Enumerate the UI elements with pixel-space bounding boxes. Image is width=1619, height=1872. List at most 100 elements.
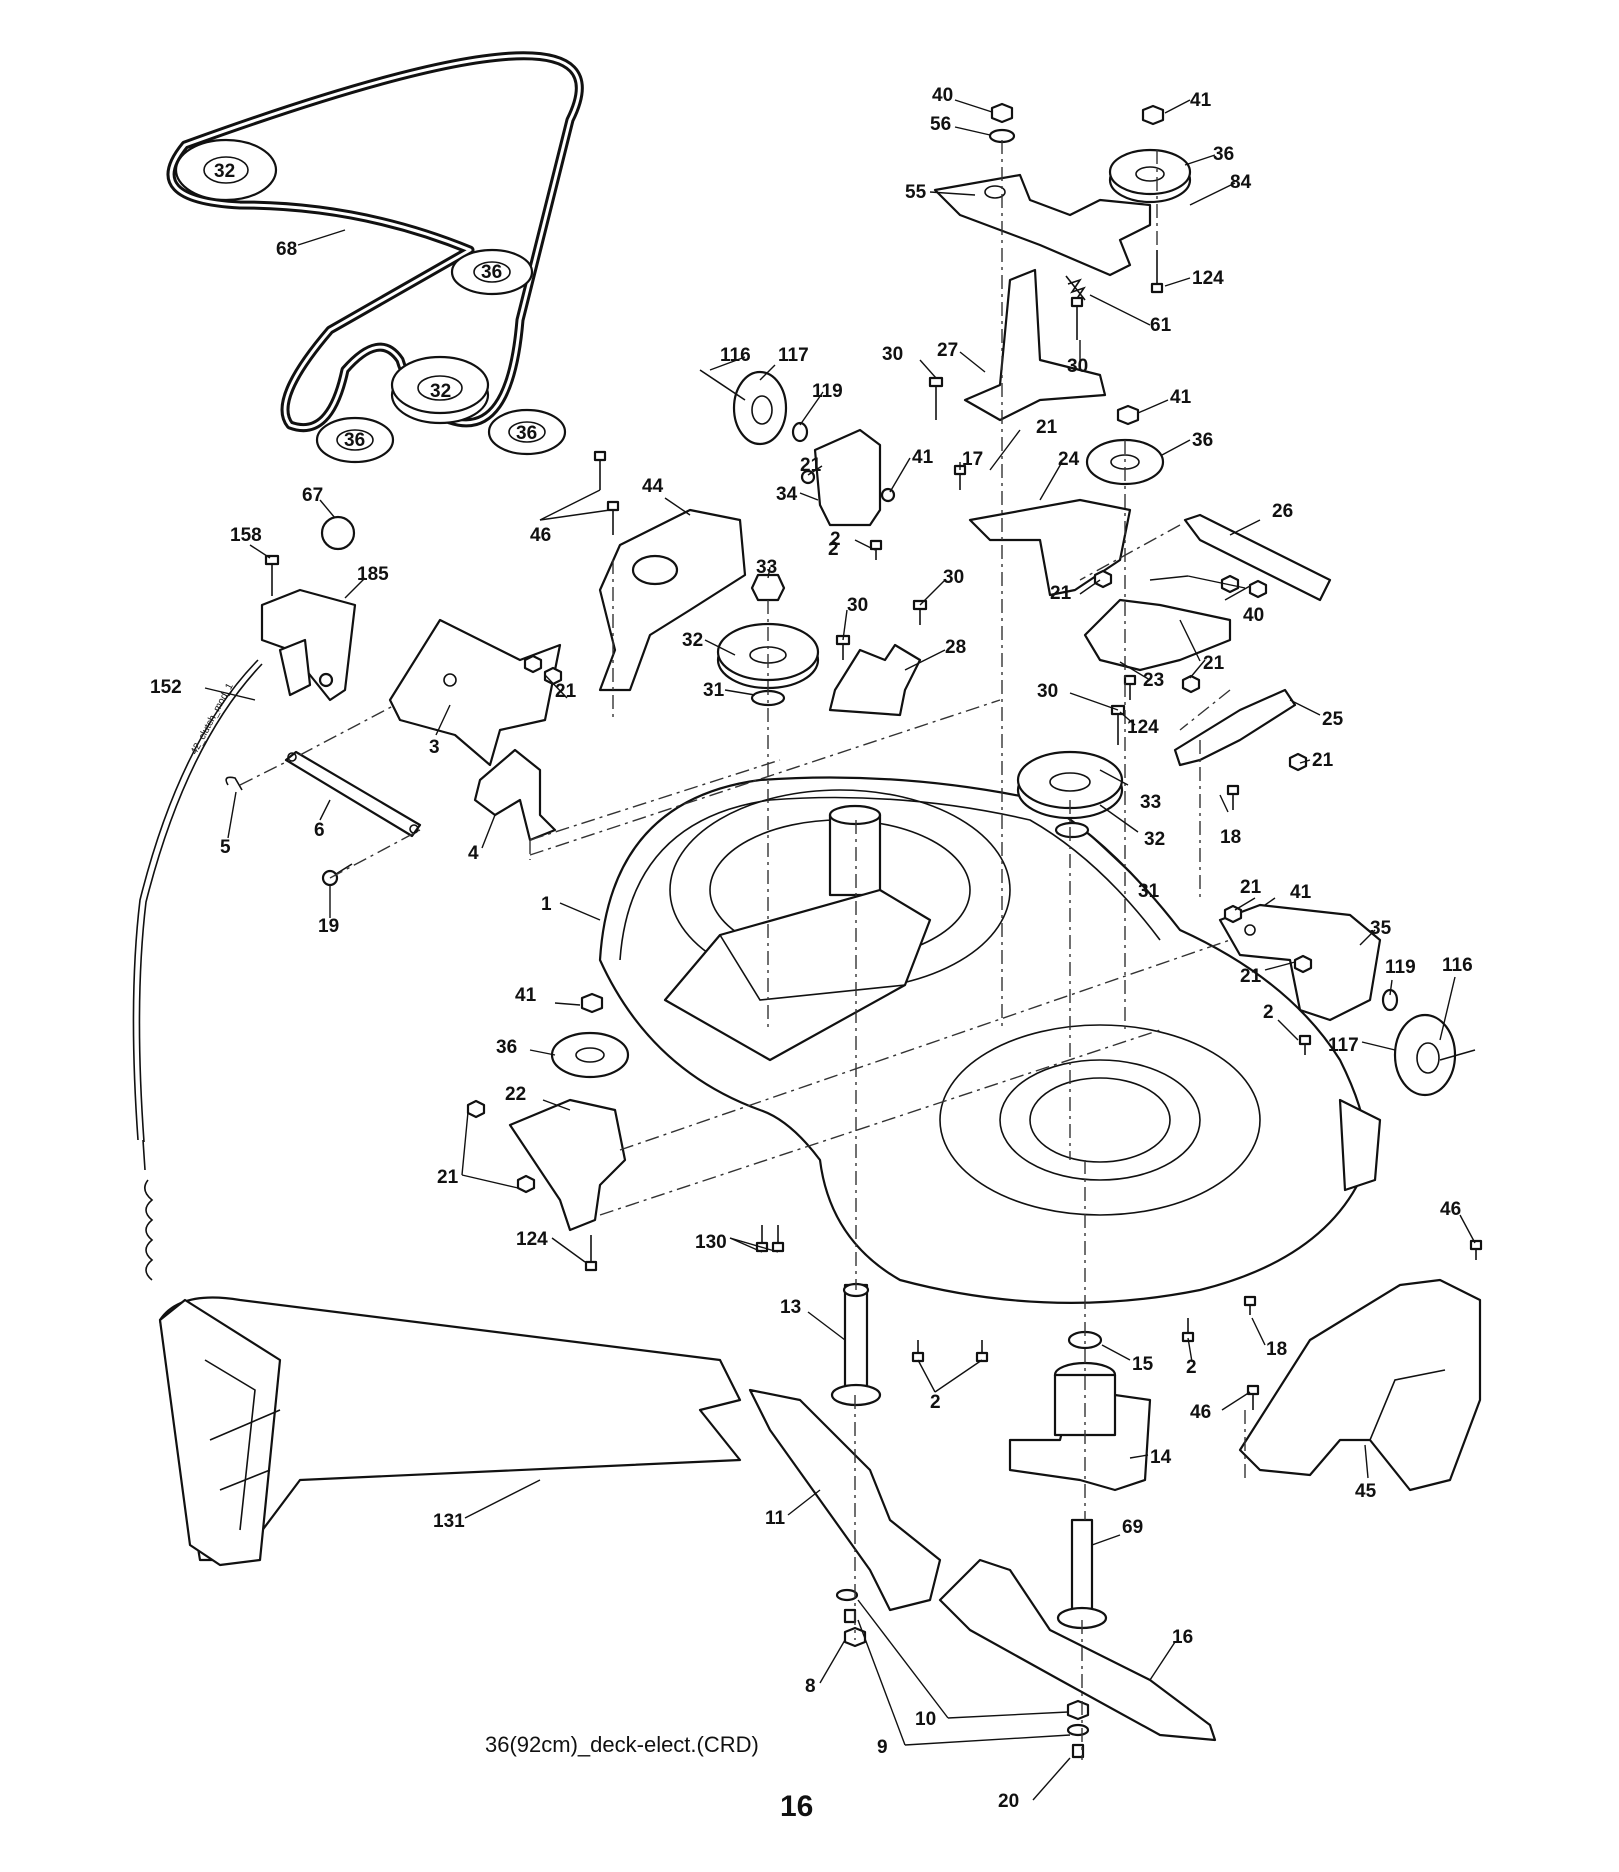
callout: 2: [828, 539, 839, 560]
callout: 46: [1440, 1199, 1461, 1220]
callout: 41: [1190, 90, 1212, 111]
callout: 130: [695, 1232, 727, 1253]
callout: 30: [1037, 681, 1058, 702]
callout: 2: [830, 529, 841, 550]
callout: 13: [780, 1297, 801, 1318]
cable-152: [132, 659, 259, 1141]
spring-61: [1065, 275, 1086, 301]
callout: 16: [1172, 1627, 1193, 1648]
callout: 44: [642, 476, 664, 497]
blade-16: [938, 1558, 1217, 1742]
callout: 22: [505, 1084, 526, 1105]
knob-67: [320, 515, 356, 551]
callout: 124: [1127, 717, 1159, 738]
callout: 40: [932, 85, 953, 106]
callout: 46: [1190, 1402, 1211, 1423]
blade-11: [748, 1388, 942, 1612]
callout: 69: [1122, 1517, 1143, 1538]
callout: 36: [1192, 430, 1213, 451]
callout: 28: [945, 637, 966, 658]
belt-68-inner: [169, 54, 581, 430]
callout: 4: [468, 843, 479, 864]
clutch-bracket-185: [260, 588, 357, 702]
wheel-117-top: [699, 369, 809, 446]
callout: 21: [555, 681, 577, 702]
callout: 35: [1370, 918, 1392, 939]
callout: 32: [1144, 829, 1165, 850]
diagram-caption: 36(92cm)_deck-elect.(CRD): [485, 1732, 759, 1757]
callout: 119: [812, 381, 843, 402]
callout: 30: [943, 567, 964, 588]
washer-31-right: [1054, 821, 1090, 839]
callout: 116: [720, 345, 751, 366]
callout: 41: [1290, 882, 1312, 903]
callout: 3: [429, 737, 440, 758]
callout: 33: [1140, 792, 1161, 813]
callout: 23: [1143, 670, 1164, 691]
pulley-36-lower-left: [550, 992, 630, 1079]
callout: 116: [1442, 955, 1473, 976]
callout: 21: [1240, 877, 1262, 898]
callout: 34: [776, 484, 798, 505]
callout: 84: [1230, 172, 1252, 193]
callout: 32: [214, 161, 235, 182]
callout: 26: [1272, 501, 1293, 522]
callout: 56: [930, 114, 951, 135]
discharge-chute-131: [158, 1296, 742, 1567]
callout: 67: [302, 485, 323, 506]
callout: 19: [318, 916, 339, 937]
callout: 1: [541, 894, 552, 915]
deflector-45: [1238, 1278, 1482, 1492]
callout: 21: [1036, 417, 1058, 438]
callout: 117: [778, 345, 809, 366]
callout: 45: [1355, 1481, 1377, 1502]
spindle-13: [830, 1282, 882, 1407]
belt-68: [166, 51, 584, 433]
callout: 24: [1058, 449, 1080, 470]
pulley-36-left: [315, 416, 395, 464]
mower-deck-housing: [598, 776, 1382, 1304]
callout: 36: [481, 262, 502, 283]
bracket-3: [388, 618, 562, 767]
bolt-158: [264, 554, 280, 596]
callout: 18: [1266, 1339, 1287, 1360]
nut-41-top: [1141, 104, 1165, 126]
pulley-36-bottom: [487, 408, 567, 456]
callout: 20: [998, 1791, 1019, 1812]
pulley-36-top: [1108, 148, 1192, 204]
callout: 10: [915, 1709, 936, 1730]
idler-pulley-32-right: [1016, 750, 1124, 839]
callout-labels: 40 56 41 36 84 55 124 61 30 27 30 41 36 …: [150, 85, 1473, 1812]
callout: 21: [1050, 583, 1072, 604]
spring-cable-end: [142, 1139, 154, 1281]
pulley-32-top: [174, 138, 278, 202]
callout: 124: [1192, 268, 1224, 289]
callout: 31: [1138, 881, 1160, 902]
wheel-117-right: [1381, 988, 1476, 1097]
callout: 36: [516, 423, 537, 444]
callout: 46: [530, 525, 551, 546]
centerlines: [239, 140, 1246, 1760]
callout: 8: [805, 1676, 816, 1697]
spindle-housing-14: [1008, 1330, 1152, 1492]
arm-55: [933, 173, 1152, 277]
spindle-69: [1056, 1518, 1108, 1630]
nut-41-lower-left: [580, 992, 604, 1014]
callout: 36: [1213, 144, 1234, 165]
plate-23: [1083, 598, 1232, 672]
callout: 158: [230, 525, 262, 546]
hardware: [466, 250, 1483, 1759]
callout: 2: [930, 1392, 941, 1413]
bracket-24: [968, 498, 1132, 597]
leader-lines: [204, 99, 1476, 1801]
callout: 2: [1263, 1002, 1274, 1023]
callout: 117: [1328, 1035, 1359, 1056]
callout: 41: [515, 985, 537, 1006]
callout: 131: [433, 1511, 465, 1532]
bracket-27: [963, 268, 1107, 422]
callout: 41: [1170, 387, 1192, 408]
callout: 68: [276, 239, 297, 260]
nut-41-mid: [1116, 404, 1140, 426]
callout: 5: [220, 837, 231, 858]
callout: 9: [877, 1737, 888, 1758]
